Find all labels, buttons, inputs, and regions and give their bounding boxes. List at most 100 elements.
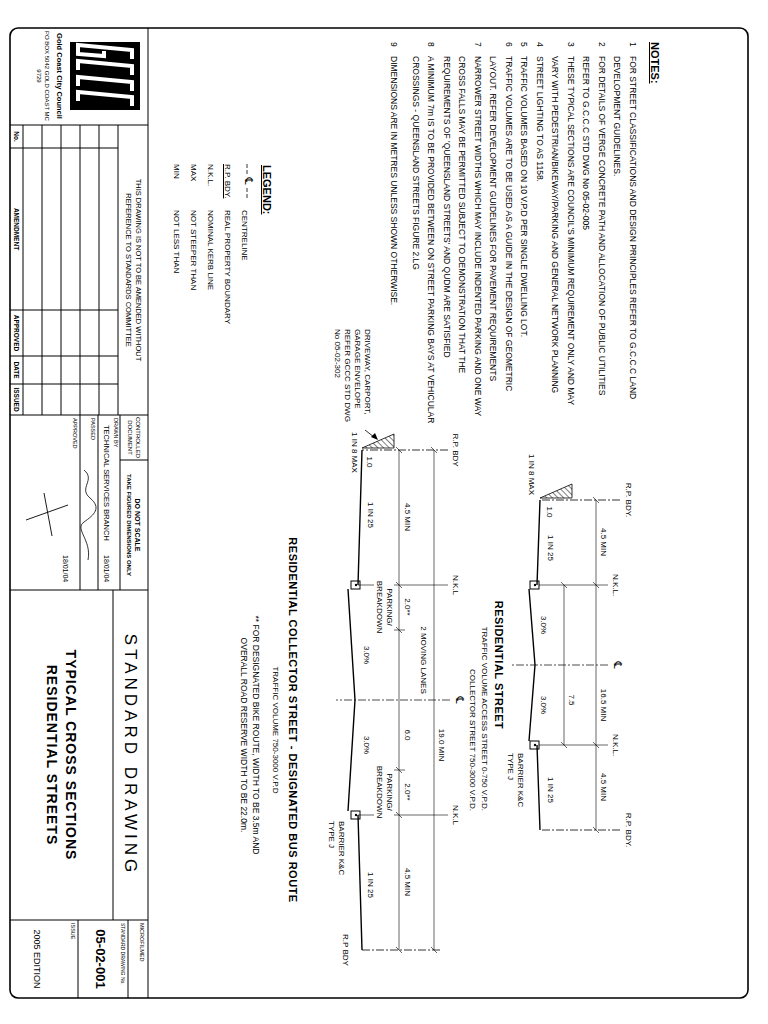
grade-label-holder: 3.0% <box>361 645 371 665</box>
legend-symbol-holder: ℄ <box>241 177 255 184</box>
boundary-label: R.P. BDY. <box>623 812 633 848</box>
boundary-label: R.P BDY <box>340 933 350 967</box>
boundary-label: R.P. BDY <box>450 432 460 467</box>
kerb-line-label: N.K.L <box>450 804 460 826</box>
dimension: 1.0 <box>364 455 374 468</box>
note-row: 6TRAFFIC VOLUMES ARE TO BE USED AS A GUI… <box>485 42 516 426</box>
signature <box>26 493 68 536</box>
road-profile <box>529 500 540 830</box>
note-row: 7NARROWER STREET WIDTHS WHICH MAY INCLUD… <box>439 42 486 426</box>
logo-address-holder: PO BOX 5042 GOLD COAST MC 9729 <box>35 31 51 121</box>
legend-symbol: MAX <box>188 164 198 181</box>
grade-label-holder: 1 IN 8 MAX <box>349 431 359 474</box>
title-text: 18/01/04 <box>102 555 111 582</box>
grade-label-holder: 1 IN 25 <box>365 871 375 899</box>
kerb-line-label-holder: N.K.L <box>450 804 460 826</box>
grade-label-holder: 1 IN 25 <box>545 534 555 562</box>
driveway-note-holder: DRIVEWAY, CARPORT, GARAGE ENVELOPE REFER… <box>332 328 372 428</box>
dimension-holder: 4.5 MIN <box>598 772 608 802</box>
leader-arrowhead <box>371 433 378 440</box>
kerb-line-label-holder: N.K.L. <box>610 573 620 597</box>
title-text-holder: 05-02-001 <box>92 929 108 988</box>
table-header: AMENDMENT <box>12 208 20 250</box>
grade-label-holder: 3.0% <box>361 735 371 755</box>
dimension: 2.0** <box>402 597 412 616</box>
grade-label: 1 IN 25 <box>545 776 555 804</box>
note-row: 3THESE TYPICAL SECTIONS ARE COUNCIL'S MI… <box>547 42 578 426</box>
boundary-label-holder: R.P BDY <box>340 933 350 967</box>
table-header-holder: DATE <box>12 361 20 378</box>
note-text: A MINIMUM 7m IS TO BE PROVIDED BETWEEN O… <box>408 56 439 426</box>
title-block-cell: PASSED <box>80 415 98 590</box>
boundary-label: R.P. BDY. <box>623 482 633 518</box>
note-text: FOR DETAILS OF VERGE CONCRETE PATH AND A… <box>578 56 609 426</box>
note-row: 2FOR DETAILS OF VERGE CONCRETE PATH AND … <box>578 42 609 426</box>
dimension-holder: 1.0 <box>544 505 554 518</box>
driveway-batter <box>540 484 572 498</box>
traffic-volume-holder: COLLECTOR STREET 750-3000 V.P.D. <box>467 668 477 812</box>
dimension-holder: 7.5 <box>566 693 576 706</box>
title-text-holder: PASSED <box>89 418 96 440</box>
grade-label-holder: 1 IN 25 <box>545 776 555 804</box>
logo-text: Gold Coast City Council <box>55 33 64 119</box>
dimension-holder: 4.5 MIN <box>402 867 412 897</box>
council-logo-mark <box>78 45 132 106</box>
title-text-holder: DRAWN BY <box>112 418 119 447</box>
title-block-cell: TYPICAL CROSS SECTIONS RESIDENTIAL STREE… <box>10 590 113 920</box>
dimension-holder: 16.5 MIN <box>598 688 608 722</box>
note-number: 4 <box>532 42 548 47</box>
title-text-holder: TECHNICAL SERVICES BRANCH <box>102 425 111 541</box>
table-header-holder: APPROVED <box>12 315 20 351</box>
notes-heading: NOTES: <box>648 42 662 84</box>
dimension: 16.5 MIN <box>598 688 608 722</box>
traffic-volume-holder: TRAFFIC VOLUME 750-3000 V.P.D <box>270 665 280 794</box>
kerb-line-label-holder: N.K.L <box>450 574 460 596</box>
legend-text-holder: CENTRELINE <box>239 210 249 261</box>
dimension-holder: 4.5 MIN <box>598 527 608 557</box>
title-text-holder: 18/01/04 <box>102 555 111 582</box>
note-number: 5 <box>516 42 532 47</box>
title-text: DO NOT SCALE <box>134 499 143 552</box>
title-text: DRAWN BY <box>112 418 119 447</box>
note-number: 8 <box>423 42 439 47</box>
title-text: CONTROLLED DOCUMENT <box>126 416 142 459</box>
title-text-holder: STANDARD DRAWING No. <box>120 923 126 985</box>
title-block-cell: MICROFILMED <box>128 920 148 998</box>
kerb-dot <box>355 814 357 816</box>
note-number-holder: 3 <box>563 42 579 47</box>
centreline-symbol-holder: ℄ <box>452 695 466 704</box>
note-text: FOR STREET CLASSIFICATIONS AND DESIGN PR… <box>609 56 640 426</box>
dimension: 1.0 <box>544 505 554 518</box>
grade-label-holder: 1 IN 8 MAX <box>526 453 536 496</box>
title-block-cell: DO NOT SCALETAKE FIGURED DIMENSIONS ONLY <box>120 460 148 590</box>
kerb-type-label-holder: BARRIER K&C TYPE J <box>326 820 346 882</box>
note-number-holder: 6 <box>501 42 517 47</box>
kerb-type-label: BARRIER K&C TYPE J <box>505 752 525 814</box>
dimension: 4.5 MIN <box>402 867 412 897</box>
title-text: 18/01/04 <box>61 555 70 582</box>
centreline-symbol: ℄ <box>452 695 466 704</box>
legend-text-holder: NOT LESS THAN <box>171 210 181 273</box>
legend-text-holder: REAL PROPERTY BOUNDARY <box>222 210 232 324</box>
kerb-dot <box>534 584 536 586</box>
title-text: MICROFILMED <box>138 923 145 962</box>
note-number-holder: 2 <box>594 42 610 47</box>
centreline-symbol: ℄ <box>610 660 624 669</box>
title-text: ISSUE <box>69 923 76 940</box>
note-number-holder: 1 <box>625 42 641 47</box>
council-logo <box>70 42 140 110</box>
legend-text-holder: NOMINAL KERB LINE <box>205 210 215 290</box>
amendment-note-holder: THIS DRAWING IS NOT TO BE AMENDED WITHOU… <box>123 163 143 378</box>
lane-label-holder: PARKING/ BREAKDOWN <box>374 578 394 636</box>
note-number-holder: 7 <box>470 42 486 47</box>
title-block-cell: CONTROLLED DOCUMENT <box>120 415 148 460</box>
barrier-kerb <box>530 741 539 749</box>
traffic-volume: COLLECTOR STREET 750-3000 V.P.D. <box>467 668 477 812</box>
boundary-label-holder: R.P. BDY <box>450 432 460 467</box>
note-row: 8 A MINIMUM 7m IS TO BE PROVIDED BETWEEN … <box>408 42 439 426</box>
grade-label: 1 IN 25 <box>545 534 555 562</box>
note-text: THESE TYPICAL SECTIONS ARE COUNCIL'S MIN… <box>547 56 578 426</box>
driveway-note: DRIVEWAY, CARPORT, GARAGE ENVELOPE REFER… <box>332 328 372 428</box>
